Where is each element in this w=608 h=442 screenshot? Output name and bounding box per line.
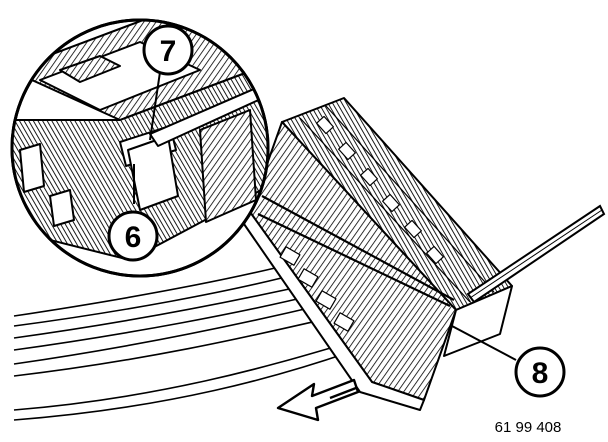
- callout-7-label: 7: [160, 35, 177, 68]
- callout-7: 7: [142, 24, 194, 76]
- callout-6-label: 6: [125, 221, 142, 254]
- wire-bundle: [13, 261, 351, 421]
- figure-number: 61 99 408: [495, 419, 562, 436]
- terminal-slots: [316, 115, 444, 265]
- zoom-leader-lines: [257, 195, 455, 307]
- callout-8-label: 8: [532, 357, 549, 390]
- release-tool-icon: [466, 204, 606, 304]
- callout-6: 6: [107, 210, 159, 262]
- callout-8: 8: [514, 346, 566, 398]
- pull-direction-arrow-icon: [276, 378, 360, 422]
- connector-housing: [243, 97, 513, 411]
- callout-leaders: [133, 71, 517, 361]
- wire-entry-row: [279, 246, 355, 332]
- zoom-detail-view: [10, 18, 270, 278]
